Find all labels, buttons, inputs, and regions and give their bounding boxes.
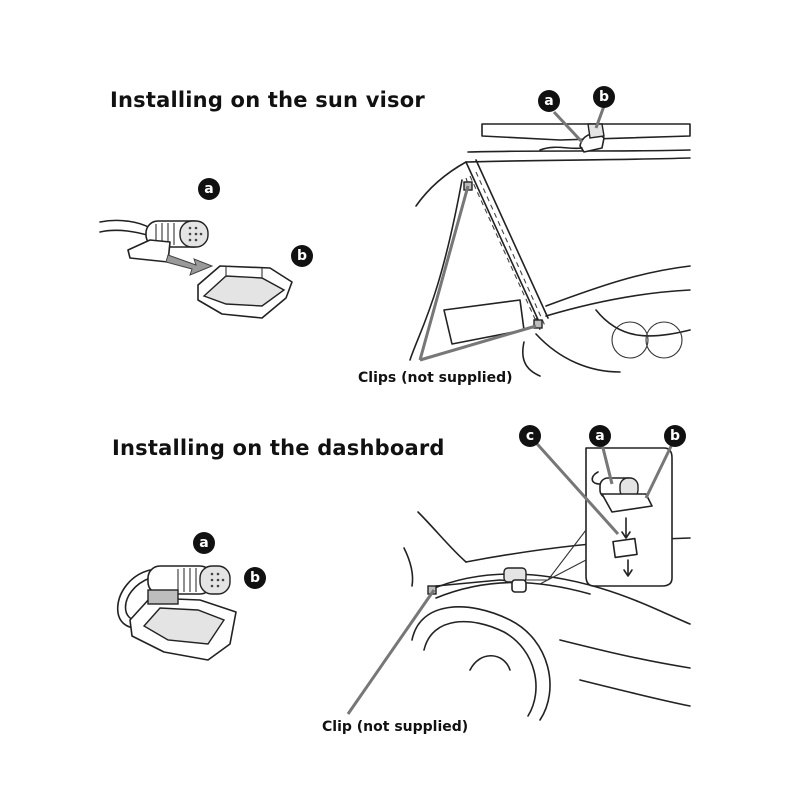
label-a-dashboard-mic: a <box>193 532 215 554</box>
dashboard-heading: Installing on the dashboard <box>112 436 445 460</box>
sun-visor-heading: Installing on the sun visor <box>110 88 425 112</box>
label-b-visor-clip: b <box>291 245 313 267</box>
label-a-visor-car: a <box>538 90 560 112</box>
car-interior-dashboard-illustration <box>346 434 691 721</box>
label-a-dashboard-car: a <box>589 425 611 447</box>
label-c-dashboard-car: c <box>519 425 541 447</box>
label-b-dashboard-clip: b <box>244 567 266 589</box>
label-a-visor-mic: a <box>198 178 220 200</box>
car-interior-visor-illustration <box>409 105 691 377</box>
mic-and-clip-dashboard-illustration <box>116 565 237 661</box>
clip-caption: Clip (not supplied) <box>322 719 469 735</box>
clips-caption: Clips (not supplied) <box>358 370 513 386</box>
label-b-visor-car: b <box>593 86 615 108</box>
label-b-dashboard-car: b <box>664 425 686 447</box>
mic-and-clip-visor-illustration <box>99 219 293 319</box>
